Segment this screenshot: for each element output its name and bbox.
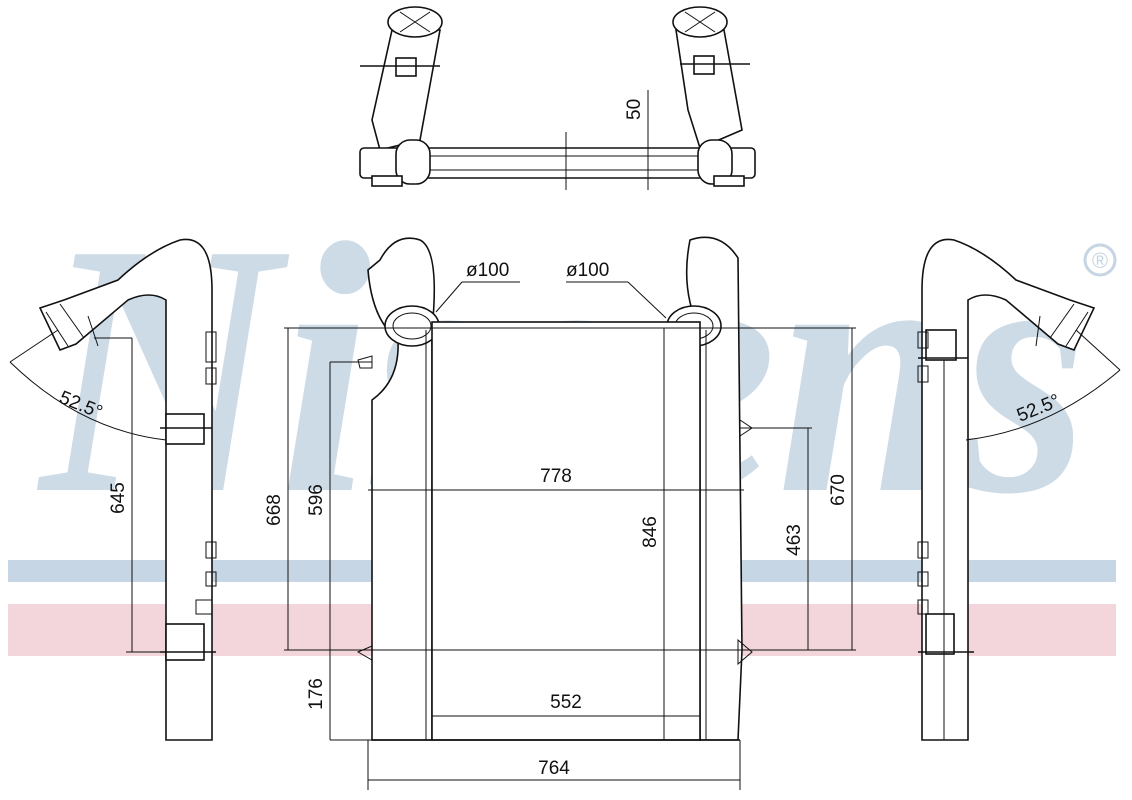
registered-mark: ®: [1083, 243, 1117, 277]
front-dimension-lines: [284, 281, 856, 790]
dim-846: 846: [640, 516, 661, 548]
front-view: [356, 236, 753, 741]
dim-645: 645: [108, 482, 129, 514]
dim-596: 596: [306, 484, 327, 516]
dim-463: 463: [784, 524, 805, 556]
right-side-view: [917, 238, 1121, 741]
dim-176: 176: [306, 678, 327, 710]
dim-764: 764: [538, 758, 570, 779]
dim-dia-left: ø100: [466, 260, 509, 281]
dim-552: 552: [550, 692, 582, 713]
dim-50: 50: [624, 99, 645, 120]
registered-symbol: ®: [1092, 248, 1108, 273]
dim-778: 778: [540, 466, 572, 487]
dim-668: 668: [264, 494, 285, 526]
left-side-view: [9, 238, 217, 741]
top-view: [359, 6, 756, 190]
dim-670: 670: [828, 474, 849, 506]
dim-dia-right: ø100: [566, 260, 609, 281]
